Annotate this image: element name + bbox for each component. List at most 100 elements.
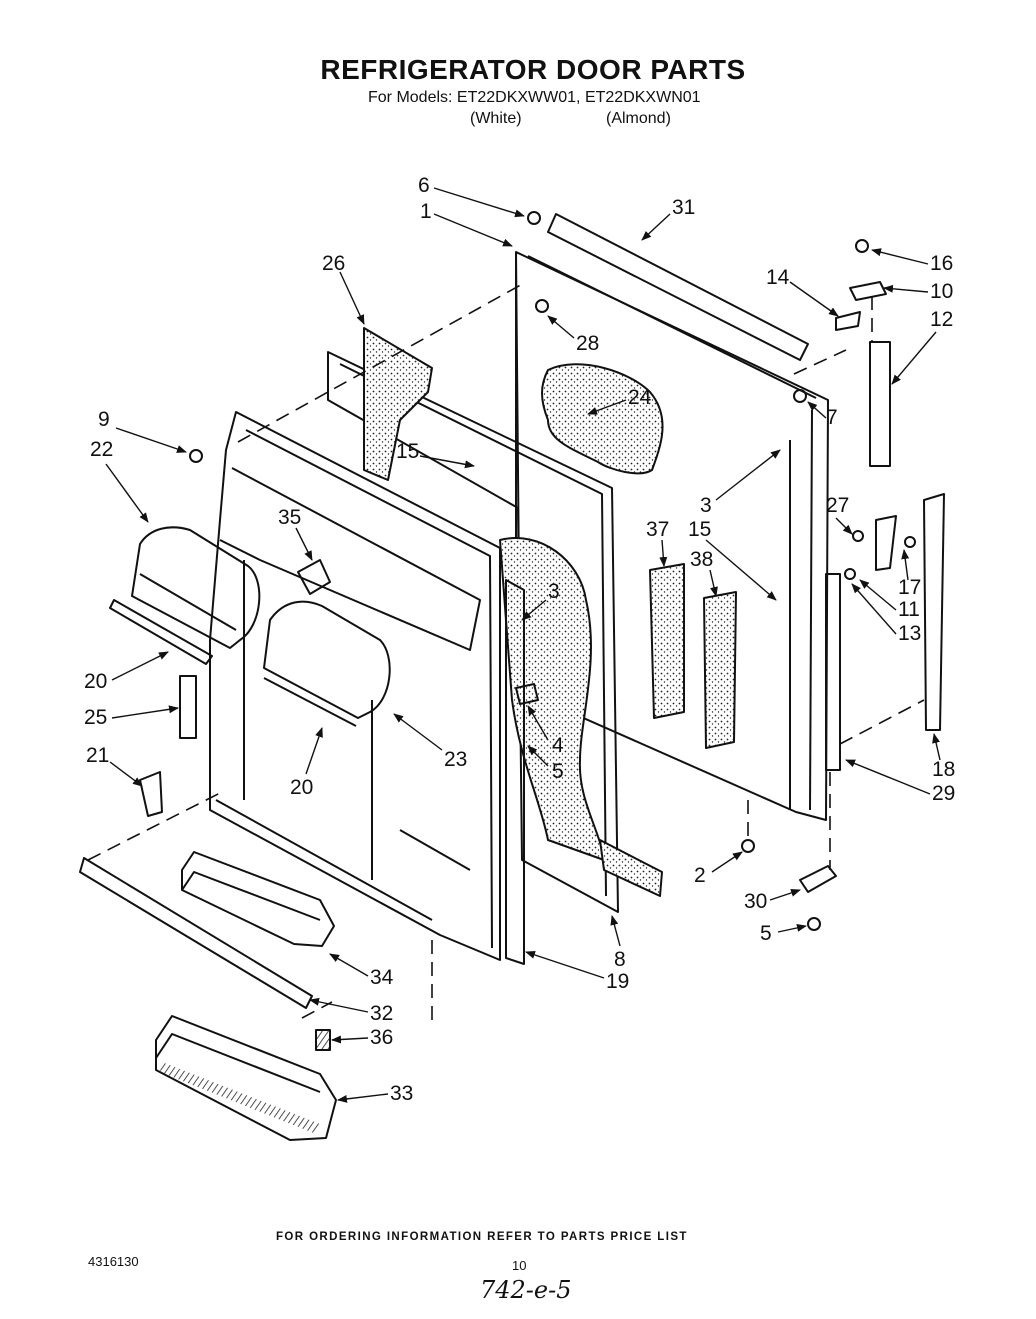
svg-text:7: 7 — [826, 406, 838, 429]
door-liner — [209, 411, 501, 961]
svg-text:20: 20 — [290, 776, 313, 799]
callout-11: 11 — [859, 579, 920, 621]
bottom-hinge-bracket — [875, 515, 897, 571]
screw-17 — [904, 536, 916, 548]
callout-27: 27 — [826, 494, 853, 535]
svg-text:33: 33 — [390, 1082, 413, 1105]
screw-27 — [852, 530, 864, 542]
callout-18: 18 — [932, 733, 955, 781]
svg-text:25: 25 — [84, 706, 107, 729]
callout-31: 31 — [641, 196, 695, 241]
callout-9: 9 — [98, 408, 187, 453]
callout-5-mid: 5 — [527, 745, 564, 783]
callout-35: 35 — [278, 506, 313, 561]
callout-17: 17 — [898, 549, 921, 599]
color-almond-label: (Almond) — [606, 110, 671, 127]
top-trim — [547, 213, 809, 361]
door-parts-drawing — [79, 211, 945, 1141]
shelf-retainer-left — [109, 599, 213, 665]
svg-text:38: 38 — [690, 548, 713, 571]
door-stop-35 — [297, 559, 331, 595]
foam-strip-left — [363, 327, 433, 481]
svg-text:24: 24 — [628, 386, 652, 409]
door-bin-bottom — [155, 1015, 337, 1141]
svg-text:3: 3 — [700, 494, 712, 517]
svg-text:12: 12 — [930, 308, 953, 331]
trim-clip — [139, 771, 163, 817]
insulation-strip-38 — [703, 591, 737, 749]
callout-19: 19 — [525, 951, 629, 993]
callout-38: 38 — [690, 548, 718, 597]
svg-text:30: 30 — [744, 890, 767, 913]
plug-2 — [741, 839, 755, 853]
svg-text:5: 5 — [552, 760, 564, 783]
svg-text:4: 4 — [552, 734, 564, 757]
svg-text:26: 26 — [322, 252, 345, 275]
models-line: For Models: ET22DKXWW01, ET22DKXWN01 — [368, 89, 701, 106]
callout-1: 1 — [420, 200, 513, 247]
callout-30: 30 — [744, 889, 801, 913]
callout-3-lower: 3 — [521, 580, 560, 621]
hinge-pin-cover — [869, 341, 891, 467]
svg-text:16: 16 — [930, 252, 953, 275]
svg-text:10: 10 — [930, 280, 953, 303]
screw-6 — [527, 211, 541, 225]
callout-22: 22 — [90, 438, 149, 523]
screw-9 — [189, 449, 203, 463]
svg-text:34: 34 — [370, 966, 394, 989]
svg-text:20: 20 — [84, 670, 107, 693]
callout-7: 7 — [807, 401, 838, 429]
bin-clip — [315, 1029, 331, 1051]
insulation-strip-37 — [649, 563, 685, 719]
screw-7 — [793, 389, 807, 403]
screw-5-bottom — [807, 917, 821, 931]
callout-3-upper: 3 — [700, 449, 781, 517]
callout-37: 37 — [646, 518, 669, 567]
plug-28 — [535, 299, 549, 313]
callout-28: 28 — [547, 315, 599, 355]
handwritten-note: 742-e-5 — [480, 1276, 572, 1304]
callout-12: 12 — [891, 308, 953, 385]
bin-stripe — [160, 1062, 320, 1134]
svg-text:23: 23 — [444, 748, 467, 771]
svg-text:8: 8 — [614, 948, 626, 971]
svg-text:9: 9 — [98, 408, 110, 431]
page-title: REFRIGERATOR DOOR PARTS — [320, 54, 746, 85]
svg-text:18: 18 — [932, 758, 955, 781]
hinge-side-strip — [505, 579, 525, 965]
callout-36: 36 — [331, 1026, 393, 1049]
bottom-hinge — [799, 865, 837, 893]
callout-20-center: 20 — [290, 727, 323, 799]
svg-text:31: 31 — [672, 196, 695, 219]
svg-text:3: 3 — [548, 580, 560, 603]
foam-panel — [541, 363, 664, 475]
side-trim-strip — [923, 493, 945, 731]
callout-labels: 6 1 31 16 26 14 10 12 28 9 24 7 22 15 3 … — [84, 174, 955, 1105]
document-number: 4316130 — [88, 1254, 139, 1269]
callout-15-upper: 15 — [396, 440, 475, 469]
callout-4: 4 — [527, 705, 564, 757]
svg-text:21: 21 — [86, 744, 109, 767]
callout-13: 13 — [851, 583, 921, 645]
top-hinge — [849, 281, 887, 301]
callout-34: 34 — [329, 953, 394, 989]
callout-20-left: 20 — [84, 651, 169, 693]
ordering-note: FOR ORDERING INFORMATION REFER TO PARTS … — [276, 1231, 688, 1243]
svg-text:28: 28 — [576, 332, 599, 355]
svg-text:17: 17 — [898, 576, 921, 599]
callout-14: 14 — [766, 266, 839, 317]
bushing-11 — [844, 568, 856, 580]
callout-32: 32 — [309, 997, 393, 1025]
callout-10: 10 — [883, 280, 953, 303]
callout-8: 8 — [610, 915, 626, 971]
svg-text:2: 2 — [694, 864, 706, 887]
shelf-bracket — [179, 675, 197, 739]
svg-text:22: 22 — [90, 438, 113, 461]
callout-24: 24 — [587, 386, 652, 415]
svg-text:5: 5 — [760, 922, 772, 945]
svg-text:27: 27 — [826, 494, 849, 517]
door-stop-strip — [825, 573, 841, 771]
callout-21: 21 — [86, 744, 143, 787]
callout-6: 6 — [418, 174, 525, 218]
